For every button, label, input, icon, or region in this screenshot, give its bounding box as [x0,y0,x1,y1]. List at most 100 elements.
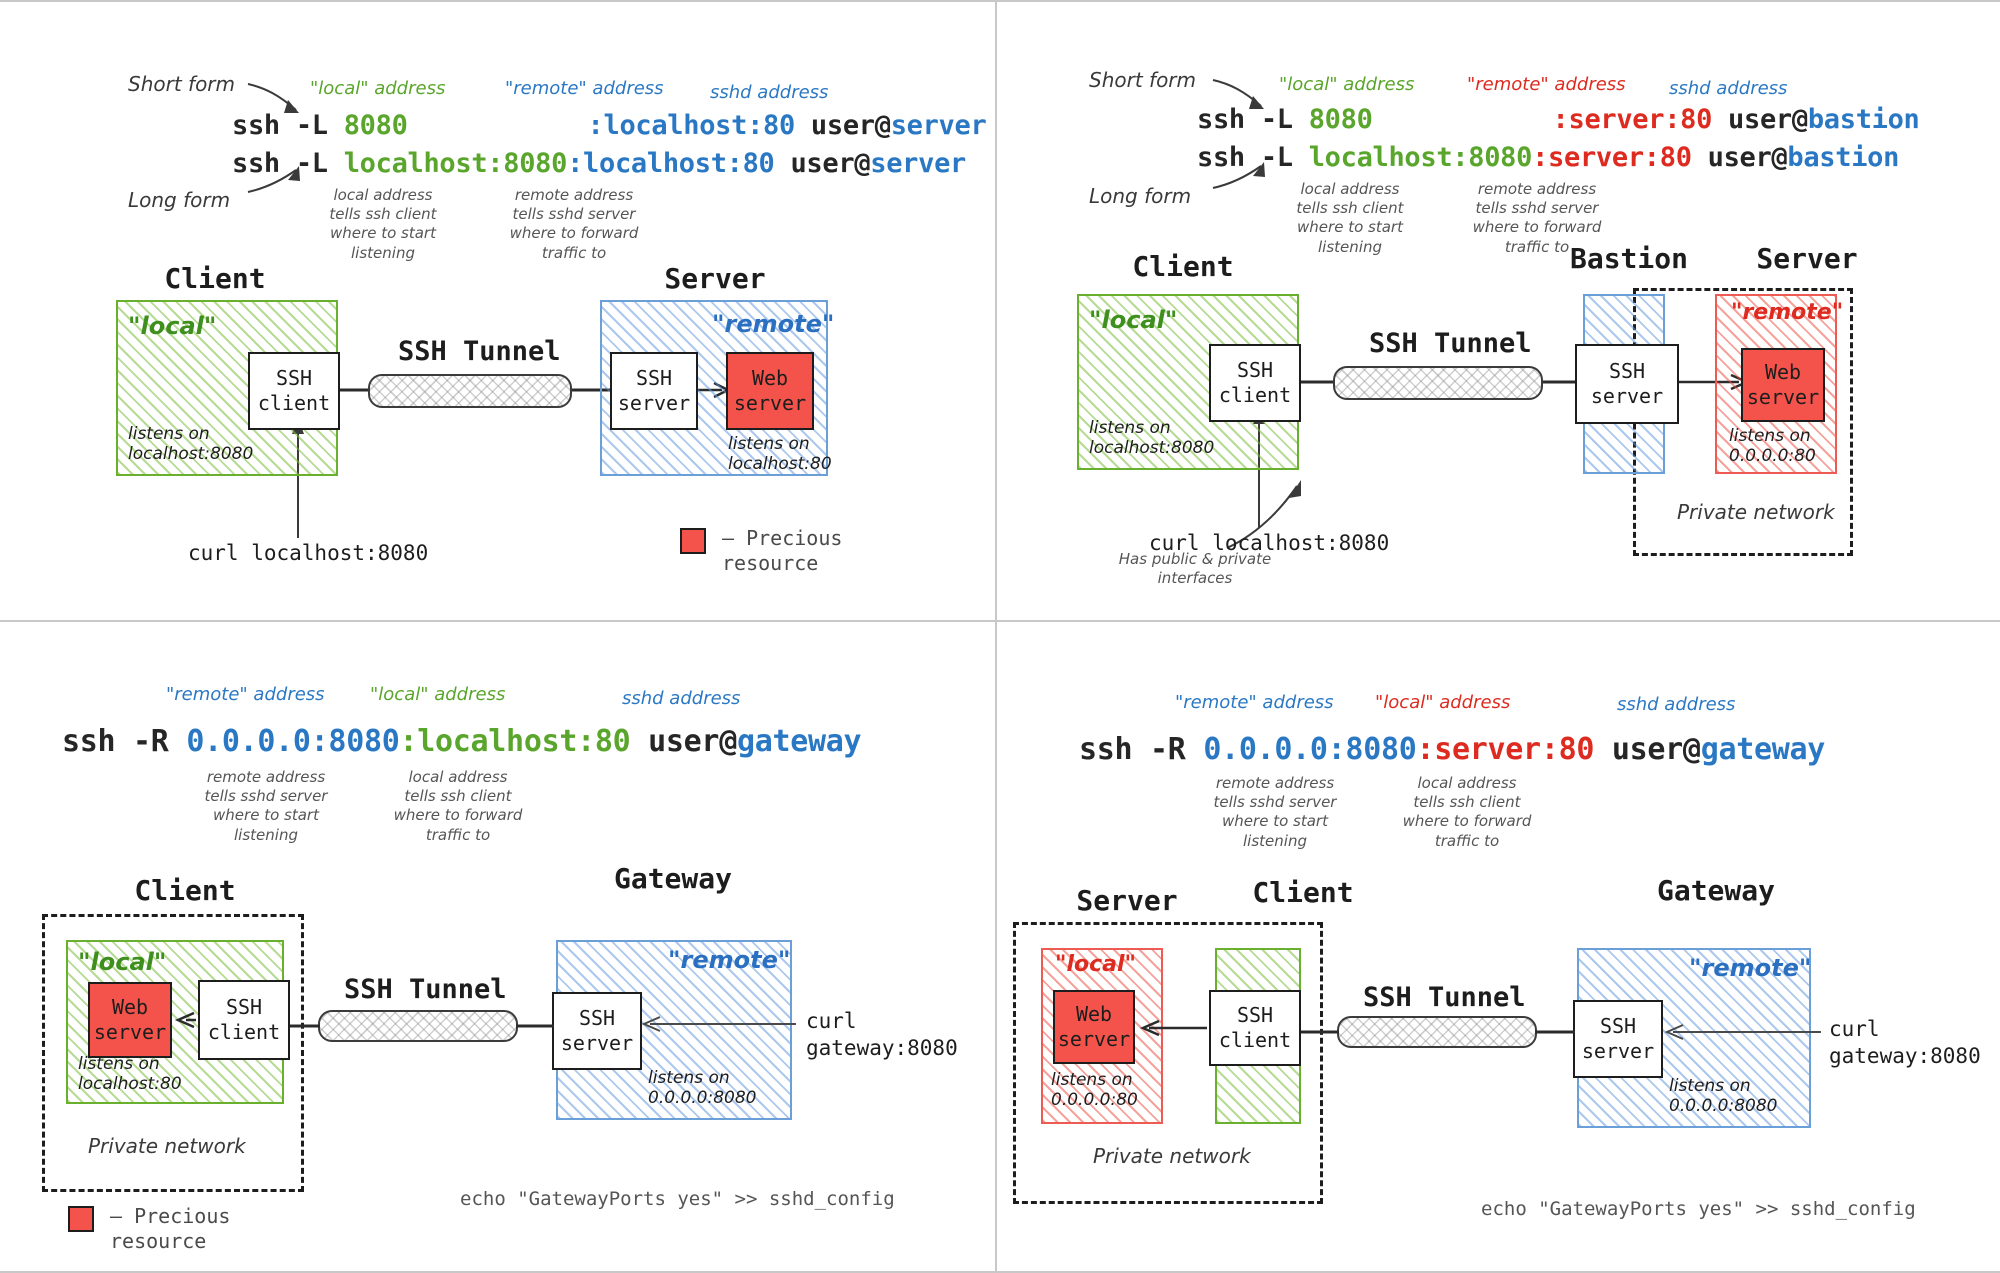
cmd-prefix: ssh -L [1197,142,1309,173]
cmd-local: 8080 [1308,104,1373,135]
annotation-local-address: "local" address [1279,74,1415,95]
cmd-host: gateway [736,724,862,759]
zone-tag-remote: "remote" [1689,954,1812,982]
zone-tag-local: "local" [78,948,167,976]
private-network-label: Private network [1093,1144,1251,1168]
panel-local-forward-bastion: Short form Long form "local" address "re… [997,0,2000,620]
host-title-client: Client [164,262,266,295]
cmd-user: user@ [1594,732,1701,767]
node-ssh-client-label: SSH client [207,995,281,1044]
cmd-prefix: ssh -L [1197,104,1309,135]
legend-swatch-precious [68,1206,94,1232]
node-ssh-client-label: SSH client [1218,358,1292,407]
annotation-sshd-address: sshd address [1669,78,1788,99]
curl-command: curl gateway:8080 [1829,1017,1981,1069]
listens-label-web: listens on 0.0.0.0:80 [1051,1070,1138,1111]
node-ssh-client: SSH client [198,980,290,1060]
note-local-address: local address tells ssh client where to … [1296,180,1404,256]
cmd-remote: :localhost:80 [587,110,796,141]
note-bastion-interfaces: Has public & private interfaces [1118,550,1272,588]
annotation-local-address: "local" address [310,78,446,99]
node-ssh-server: SSH server [552,992,642,1070]
listens-label-web: listens on localhost:80 [728,434,832,475]
horizontal-divider [0,620,2000,622]
node-ssh-client: SSH client [248,352,340,430]
cmd-prefix: ssh -L [232,110,344,141]
curl-command: curl localhost:8080 [188,541,429,565]
vertical-divider [995,0,997,1273]
cmd-user: user@ [1691,142,1788,173]
annotation-sshd-address: sshd address [622,688,741,709]
long-form-command: ssh -L localhost:8080:server:80 user@bas… [1197,142,1899,173]
private-network-label: Private network [88,1134,246,1158]
tunnel-label: SSH Tunnel [1363,982,1526,1013]
legend-swatch-precious [680,528,706,554]
echo-gatewayports-command: echo "GatewayPorts yes" >> sshd_config [460,1188,895,1210]
remote-forward-command: ssh -R 0.0.0.0:8080:server:80 user@gatew… [1079,732,1825,767]
cmd-host: gateway [1700,732,1826,767]
tunnel-label: SSH Tunnel [344,974,507,1005]
listens-label-web: listens on 0.0.0.0:80 [1729,426,1816,467]
host-title-gateway: Gateway [1656,874,1775,907]
host-title-client: Client [1132,250,1234,283]
note-local-address: local address tells ssh client where to … [1402,774,1532,850]
node-ssh-client-label: SSH client [257,366,331,415]
listens-label-gateway: listens on 0.0.0.0:8080 [1669,1076,1778,1117]
annotation-remote-address: "remote" address [166,684,325,705]
cmd-user: user@ [630,724,737,759]
cmd-user: user@ [774,148,871,179]
ssh-tunnel [1333,366,1543,400]
cmd-remote: :localhost:80 [567,148,775,179]
note-remote-address: remote address tells sshd server where t… [509,186,639,262]
zone-tag-local: "local" [1055,952,1137,977]
cmd-prefix: ssh -R [62,724,187,759]
note-local-address: local address tells ssh client where to … [393,768,523,844]
annotation-local-address: "local" address [370,684,506,705]
listens-label-web: listens on localhost:80 [78,1054,182,1095]
listens-label-client: listens on localhost:8080 [128,424,254,465]
node-web-server: Web server [1741,348,1825,422]
zone-tag-remote: "remote" [712,310,835,338]
node-ssh-server: SSH server [610,352,698,430]
note-remote-address: remote address tells sshd server where t… [1213,774,1337,850]
long-form-label: Long form [128,188,231,212]
private-network-boundary [42,914,304,1192]
cmd-host: bastion [1787,142,1900,173]
ssh-tunnel [368,374,572,408]
curl-command: curl localhost:8080 [1149,531,1390,555]
curl-command: curl gateway:8080 [806,1009,958,1061]
remote-forward-command: ssh -R 0.0.0.0:8080:localhost:80 user@ga… [62,724,862,759]
node-ssh-server: SSH server [1575,344,1679,424]
legend-precious-resource: – Precious resource [722,526,843,575]
node-ssh-client: SSH client [1209,990,1301,1066]
long-form-label: Long form [1089,184,1192,208]
cmd-host: server [890,110,987,141]
cmd-local: localhost:8080 [1308,142,1533,173]
node-ssh-client-label: SSH client [1218,1003,1292,1052]
node-web-server-label: Web server [733,366,807,415]
node-ssh-server-label: SSH server [1590,359,1664,408]
tunnel-label: SSH Tunnel [1369,328,1532,359]
private-network-label: Private network [1677,500,1835,524]
listens-label-client: listens on localhost:8080 [1089,418,1215,459]
zone-tag-remote: "remote" [668,946,791,974]
node-web-server-label: Web server [93,995,167,1044]
ssh-tunnel [318,1010,518,1042]
private-network-boundary [1013,922,1323,1204]
legend-precious-resource: – Precious resource [110,1204,231,1253]
note-remote-address: remote address tells sshd server where t… [1472,180,1602,256]
cmd-local: :localhost:80 [399,724,631,759]
cmd-user: user@ [794,110,891,141]
listens-label-gateway: listens on 0.0.0.0:8080 [648,1068,757,1109]
host-title-client: Client [1252,876,1354,909]
cmd-remote: 0.0.0.0:8080 [186,724,400,759]
note-remote-address: remote address tells sshd server where t… [204,768,328,844]
panel-remote-forward-basic: "remote" address "local" address sshd ad… [0,622,995,1273]
annotation-sshd-address: sshd address [1617,694,1736,715]
top-border [0,0,2000,2]
short-form-command: ssh -L 8080:localhost:80 user@server [232,110,987,141]
cmd-local: :server:80 [1416,732,1595,767]
host-title-server: Server [664,262,766,295]
annotation-remote-address: "remote" address [1467,74,1626,95]
